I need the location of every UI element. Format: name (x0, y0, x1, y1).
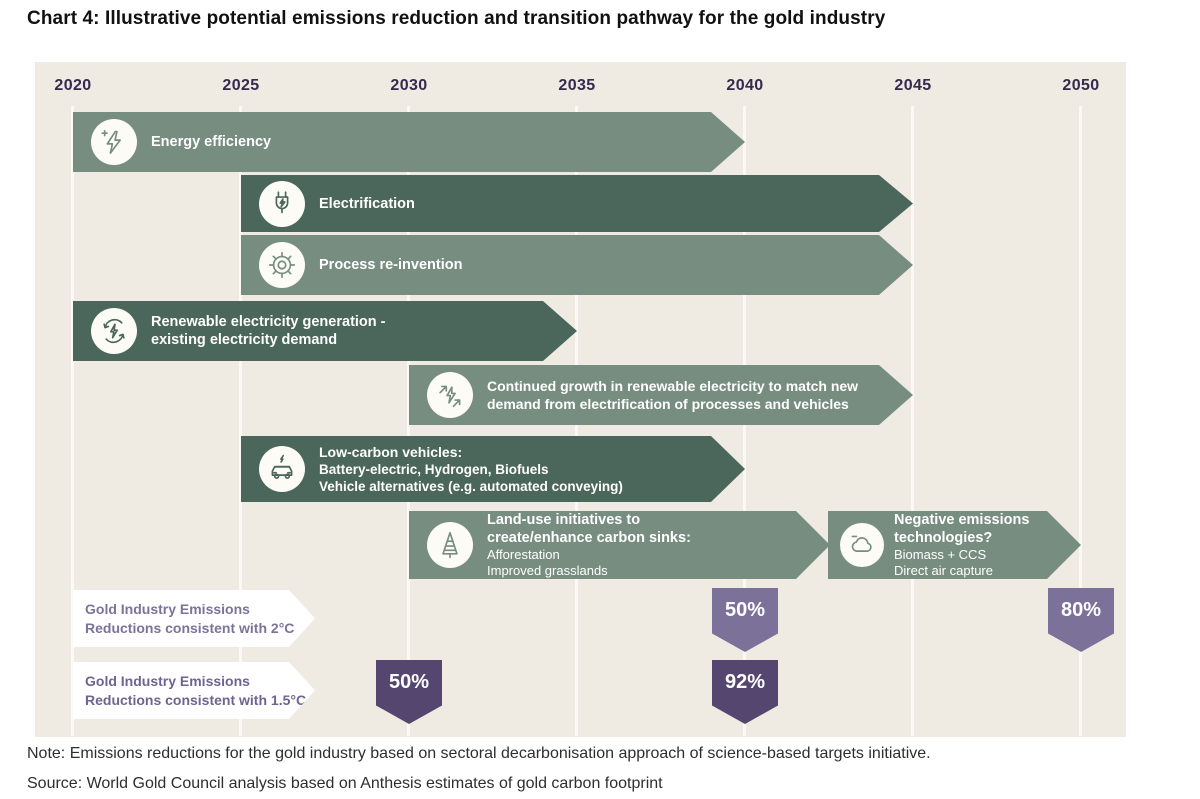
pathway-1-5c-label-arrow: Gold Industry Emissions Reductions consi… (73, 662, 315, 719)
bar-sublabel: Direct air capture (894, 563, 993, 578)
bar-label: demand from electrification of processes… (487, 396, 849, 412)
renewable-cycle-lightning-icon (91, 308, 137, 354)
pathway-label: Reductions consistent with 2°C (85, 619, 295, 636)
electric-plug-icon (259, 181, 305, 227)
bar-label: Process re-invention (319, 257, 463, 273)
bar-label: Land-use initiatives to (487, 512, 641, 528)
gridline-2030 (407, 106, 410, 736)
gridline-2020 (71, 106, 74, 736)
pine-tree-icon (427, 522, 473, 568)
chart-panel: 2020 2025 2030 2035 2040 2045 2050 Energ… (35, 62, 1126, 737)
chart-title: Chart 4: Illustrative potential emission… (27, 8, 886, 29)
bar-low-carbon-vehicles: Low-carbon vehicles: Battery-electric, H… (241, 436, 745, 502)
bar-electrification: Electrification (241, 175, 913, 232)
pathway-label: Gold Industry Emissions (85, 600, 250, 617)
bar-renewable-electricity-generation: Renewable electricity generation - exist… (73, 301, 577, 361)
pathway-label: Reductions consistent with 1.5°C (85, 691, 307, 708)
bar-label: Continued growth in renewable electricit… (487, 378, 859, 394)
gridline-2045 (911, 106, 914, 736)
bar-label: Energy efficiency (151, 134, 272, 150)
bar-sublabel: Biomass + CCS (894, 547, 987, 562)
bar-energy-efficiency: Energy efficiency (73, 112, 745, 172)
bar-sublabel: Improved grasslands (487, 563, 608, 578)
chart-source: Source: World Gold Council analysis base… (27, 775, 663, 792)
milestone-badge-2c-2040: 50% (712, 588, 778, 652)
gear-icon (259, 242, 305, 288)
bar-label: Electrification (319, 195, 415, 212)
bar-sublabel: Afforestation (487, 547, 560, 562)
pathway-2c-label-arrow: Gold Industry Emissions Reductions consi… (73, 590, 315, 647)
bar-label: existing electricity demand (151, 332, 338, 348)
bar-land-use-initiatives: Land-use initiatives to create/enhance c… (409, 511, 830, 579)
bar-label: create/enhance carbon sinks: (487, 530, 691, 546)
bar-negative-emissions-technologies: Negative emissions technologies? Biomass… (828, 511, 1081, 579)
lightning-plus-icon (91, 119, 137, 165)
bar-label: Vehicle alternatives (e.g. automated con… (319, 478, 623, 494)
bar-label: technologies? (894, 530, 993, 546)
year-label-2040: 2040 (726, 77, 764, 94)
bar-process-re-invention: Process re-invention (241, 235, 913, 295)
electric-car-icon (259, 446, 305, 492)
bar-label: Battery-electric, Hydrogen, Biofuels (319, 461, 549, 477)
growth-lightning-icon (427, 372, 473, 418)
milestone-badge-15c-2030: 50% (376, 660, 442, 724)
cloud-capture-icon (840, 523, 884, 567)
pathway-label: Gold Industry Emissions (85, 672, 250, 689)
bar-continued-renewable-growth: Continued growth in renewable electricit… (409, 365, 913, 425)
bar-label: Renewable electricity generation - (151, 314, 386, 330)
gridline-2050 (1079, 106, 1082, 736)
chart-note: Note: Emissions reductions for the gold … (27, 745, 931, 762)
year-label-2035: 2035 (558, 77, 596, 94)
milestone-badge-2c-2050: 80% (1048, 588, 1114, 652)
bar-label: Low-carbon vehicles: (319, 443, 463, 460)
year-label-2030: 2030 (390, 77, 428, 94)
gridline-2025 (239, 106, 242, 736)
year-label-2025: 2025 (222, 77, 260, 94)
bar-label: Negative emissions (894, 512, 1030, 528)
milestone-badge-15c-2040: 92% (712, 660, 778, 724)
year-label-2020: 2020 (54, 77, 92, 94)
year-label-2045: 2045 (894, 77, 932, 94)
year-label-2050: 2050 (1062, 77, 1100, 94)
